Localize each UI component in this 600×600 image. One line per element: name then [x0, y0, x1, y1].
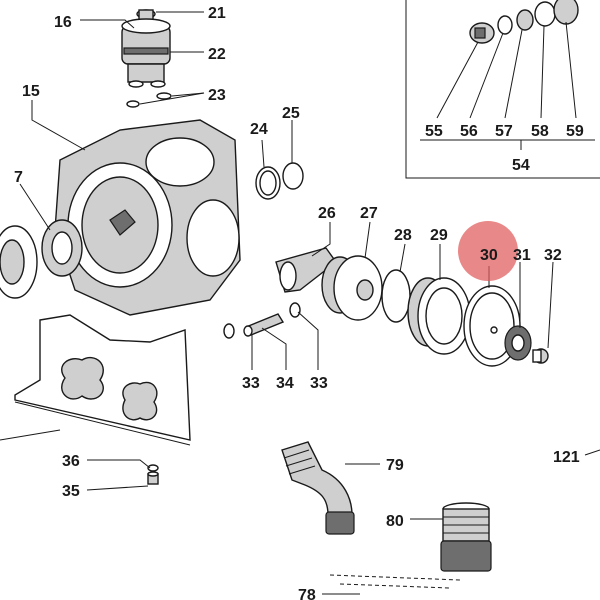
leader-lines [19, 11, 600, 595]
label-59: 59 [566, 123, 584, 140]
part-clips-23 [126, 92, 172, 108]
label-27: 27 [360, 205, 378, 222]
part-cylinder-22 [121, 9, 171, 88]
label-33-right: 33 [310, 375, 328, 392]
label-31: 31 [513, 247, 531, 264]
label-22: 22 [208, 46, 226, 63]
part-sleeve-29 [407, 277, 471, 355]
label-35: 35 [62, 483, 80, 500]
label-32: 32 [544, 247, 562, 264]
part-rod-26 [275, 247, 337, 293]
label-28: 28 [394, 227, 412, 244]
label-33-left: 33 [242, 375, 260, 392]
part-fittings-35-36 [147, 464, 159, 485]
inset-part-58 [534, 1, 556, 27]
label-56: 56 [460, 123, 478, 140]
label-29: 29 [430, 227, 448, 244]
label-121: 121 [553, 449, 580, 466]
mounting-bracket [0, 314, 191, 446]
part-bearing-7 [0, 219, 83, 299]
label-26: 26 [318, 205, 336, 222]
label-55: 55 [425, 123, 443, 140]
label-78: 78 [298, 587, 316, 600]
label-57: 57 [495, 123, 513, 140]
label-25: 25 [282, 105, 300, 122]
highlight-marker-30 [458, 221, 518, 281]
label-23: 23 [208, 87, 226, 104]
part-disc-31 [504, 325, 532, 361]
part-straight-80 [440, 502, 492, 572]
label-58: 58 [531, 123, 549, 140]
inset-part-56 [497, 15, 513, 35]
label-30: 30 [480, 247, 498, 264]
inset-part-57 [516, 9, 534, 31]
part-oring-28 [381, 269, 411, 323]
part-pin-34 [223, 302, 301, 339]
label-36: 36 [62, 453, 80, 470]
label-24: 24 [250, 121, 268, 138]
inset-part-59 [553, 0, 579, 25]
part-piston-27 [321, 255, 383, 321]
label-16: 16 [54, 14, 72, 31]
label-80: 80 [386, 513, 404, 530]
inset-assembly-box [405, 0, 600, 179]
label-79: 79 [386, 457, 404, 474]
part-clip-33-left [223, 323, 235, 339]
part-elbow-79 [281, 441, 355, 535]
part-clip-33-right [289, 302, 301, 318]
inset-part-55-core [474, 27, 486, 39]
label-54: 54 [512, 157, 530, 174]
label-34: 34 [276, 375, 294, 392]
label-7: 7 [14, 169, 23, 186]
pump-body-15 [54, 119, 241, 316]
part-bolt-32 [532, 348, 549, 364]
part-rings-24-25 [255, 162, 304, 200]
label-21: 21 [208, 5, 226, 22]
part-labels: 16 21 22 23 15 24 25 7 26 27 28 29 30 31… [14, 5, 584, 600]
label-15: 15 [22, 83, 40, 100]
